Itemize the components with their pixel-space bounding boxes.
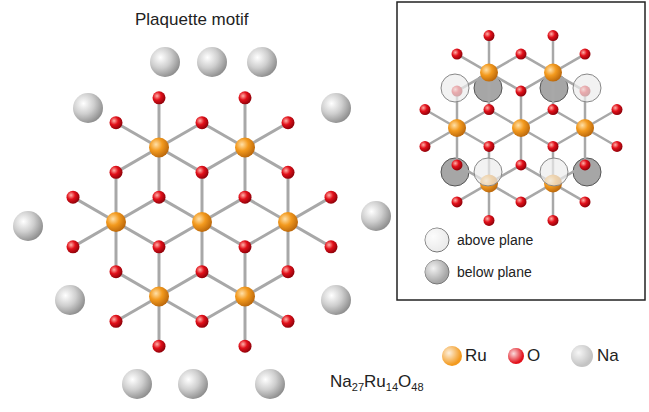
swatch-highlight: [425, 228, 449, 252]
oxygen-atom: [153, 240, 166, 253]
oxygen-atom: [612, 141, 623, 152]
sodium-atom: [178, 369, 208, 399]
ruthenium-atom: [480, 64, 498, 82]
ruthenium-atom: [192, 212, 212, 232]
legend-text: below plane: [457, 264, 532, 281]
ruthenium-atom: [106, 212, 126, 232]
o-legend-swatch: [508, 348, 524, 364]
oxygen-atom: [452, 49, 463, 60]
ruthenium-atom: [278, 212, 298, 232]
ruthenium-atom: [149, 138, 169, 158]
oxygen-atom: [580, 159, 591, 170]
sodium-atom: [150, 47, 180, 77]
oxygen-atom: [282, 265, 295, 278]
oxygen-atom: [580, 196, 591, 207]
sodium-atom: [55, 285, 85, 315]
swatch-highlight: [442, 346, 462, 366]
ruthenium-atom: [235, 286, 255, 306]
sodium-above: [573, 74, 601, 102]
oxygen-atom: [548, 215, 559, 226]
swatch-highlight: [425, 260, 449, 284]
oxygen-atom: [153, 191, 166, 204]
oxygen-atom: [612, 104, 623, 115]
oxygen-atom: [325, 240, 338, 253]
oxygen-atom: [548, 30, 559, 41]
oxygen-atom: [282, 315, 295, 328]
oxygen-atom: [67, 191, 80, 204]
oxygen-atom: [196, 315, 209, 328]
oxygen-atom: [516, 196, 527, 207]
ruthenium-atom: [512, 119, 530, 137]
legend-text: O: [527, 346, 540, 366]
ruthenium-atom: [576, 119, 594, 137]
legend-text: above plane: [457, 232, 533, 249]
oxygen-atom: [239, 191, 252, 204]
oxygen-atom: [580, 49, 591, 60]
oxygen-atom: [239, 91, 252, 104]
oxygen-atom: [196, 166, 209, 179]
sodium-atom: [255, 369, 285, 399]
oxygen-atom: [516, 86, 527, 97]
figure-heading: Plaquette motif: [135, 10, 248, 30]
sodium-atom: [321, 285, 351, 315]
sodium-above: [474, 158, 502, 186]
ruthenium-atom: [149, 286, 169, 306]
na-legend-swatch: [571, 345, 593, 367]
oxygen-atom: [484, 30, 495, 41]
oxygen-atom: [484, 215, 495, 226]
legend-text: Ru: [465, 346, 487, 366]
inset-frame: [397, 2, 645, 300]
above-legend-swatch: [425, 228, 449, 252]
oxygen-atom: [110, 265, 123, 278]
oxygen-atom: [153, 91, 166, 104]
oxygen-atom: [239, 340, 252, 353]
oxygen-atom: [484, 141, 495, 152]
sodium-atom: [321, 93, 351, 123]
oxygen-atom: [110, 166, 123, 179]
oxygen-atom: [153, 340, 166, 353]
oxygen-atom: [196, 116, 209, 129]
oxygen-atom: [516, 49, 527, 60]
sodium-atom: [197, 47, 227, 77]
oxygen-atom: [239, 240, 252, 253]
below-legend-swatch: [425, 260, 449, 284]
ruthenium-atom: [235, 138, 255, 158]
oxygen-atom: [548, 141, 559, 152]
oxygen-atom: [325, 191, 338, 204]
sodium-atom: [247, 47, 277, 77]
oxygen-atom: [548, 104, 559, 115]
ru-legend-swatch: [442, 346, 462, 366]
oxygen-atom: [110, 315, 123, 328]
ruthenium-atom: [448, 119, 466, 137]
sodium-atom: [361, 201, 391, 231]
sodium-atom: [73, 93, 103, 123]
oxygen-atom: [452, 159, 463, 170]
oxygen-atom: [282, 116, 295, 129]
swatch-highlight: [571, 345, 593, 367]
sodium-below: [573, 158, 601, 186]
oxygen-atom: [516, 159, 527, 170]
sodium-atom: [122, 369, 152, 399]
sodium-atom: [13, 211, 43, 241]
sodium-above: [441, 74, 469, 102]
oxygen-atom: [420, 104, 431, 115]
swatch-highlight: [508, 348, 524, 364]
chemical-formula: Na27Ru14O48: [330, 372, 424, 394]
oxygen-atom: [110, 116, 123, 129]
ruthenium-atom: [544, 64, 562, 82]
sodium-above: [540, 158, 568, 186]
oxygen-atom: [420, 141, 431, 152]
oxygen-atom: [452, 196, 463, 207]
sodium-below: [441, 158, 469, 186]
oxygen-atom: [196, 265, 209, 278]
oxygen-atom: [484, 104, 495, 115]
oxygen-atom: [67, 240, 80, 253]
legend-text: Na: [597, 346, 619, 366]
oxygen-atom: [282, 166, 295, 179]
